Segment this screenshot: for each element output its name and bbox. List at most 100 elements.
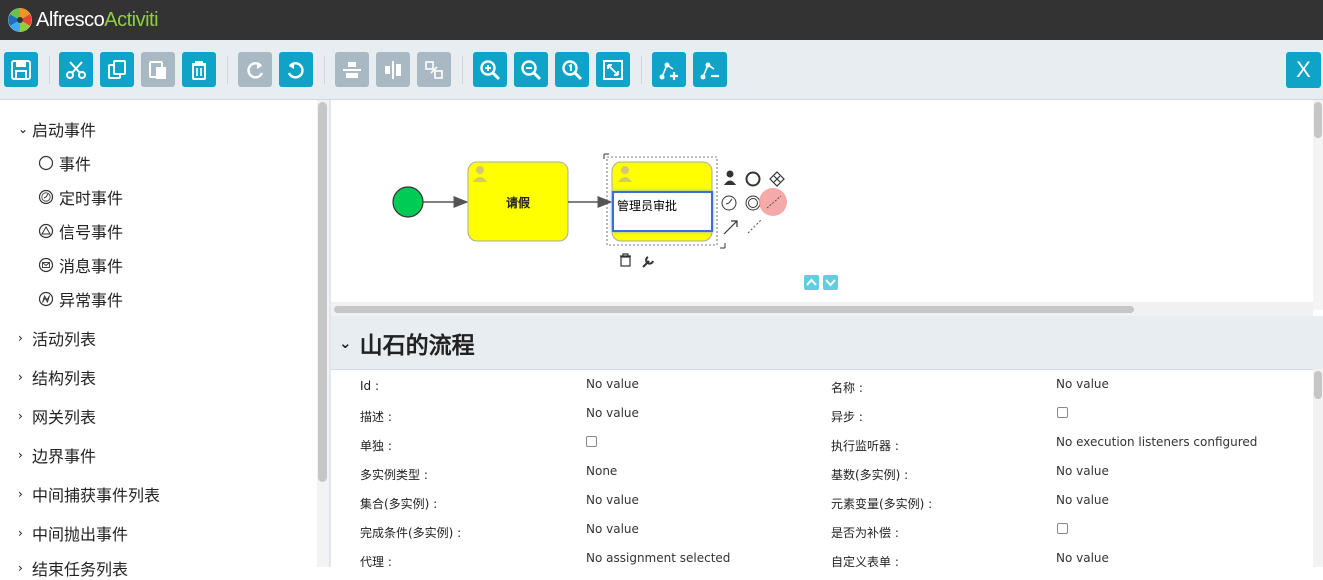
property-label: Id : [360, 379, 380, 393]
morph-highlight-icon[interactable] [759, 188, 787, 216]
resize-handle-icon[interactable] [720, 243, 726, 249]
user-icon[interactable] [724, 170, 736, 186]
timer-icon [38, 189, 54, 205]
association-icon[interactable] [766, 195, 782, 209]
property-label: 名称 : [831, 381, 863, 395]
property-value-id[interactable]: No value [586, 377, 639, 391]
save-button[interactable] [4, 52, 38, 87]
property-label: 是否为补偿 : [831, 526, 899, 540]
palette-group-intermediate-throw[interactable]: ›中间抛出事件 [18, 525, 129, 544]
toolbar-separator [227, 56, 228, 84]
property-value-description[interactable]: No value [586, 406, 639, 420]
palette-item-error-event[interactable]: 异常事件 [38, 287, 123, 311]
palette-item-signal-event[interactable]: 信号事件 [38, 219, 123, 243]
property-value-completion-condition[interactable]: No value [586, 522, 639, 536]
align-vertical-button[interactable] [376, 52, 410, 87]
palette-scrollbar[interactable] [317, 100, 329, 567]
delete-button[interactable] [182, 52, 216, 87]
property-scrollbar-thumb[interactable] [1314, 371, 1322, 399]
redo-button[interactable] [238, 52, 272, 87]
palette-group-intermediate-catch[interactable]: ›中间捕获事件列表 [18, 486, 161, 505]
align-horizontal-button[interactable] [335, 52, 369, 87]
alfresco-logo: AlfrescoActiviti [8, 8, 159, 32]
wrench-icon[interactable] [642, 256, 654, 268]
zoom-fit-button[interactable] [596, 52, 630, 87]
resize-handle-icon[interactable] [603, 153, 609, 159]
canvas-vertical-scrollbar[interactable] [1313, 100, 1323, 310]
property-value-multi-instance-type[interactable]: None [586, 464, 618, 478]
chevron-down-icon: ⌄ [18, 122, 29, 136]
property-label: 单独 : [360, 439, 392, 453]
exclusive-checkbox[interactable] [586, 436, 597, 447]
cut-button[interactable] [59, 52, 93, 87]
dotted-connector-icon[interactable] [747, 219, 762, 234]
property-value-execution-listeners[interactable]: No execution listeners configured [1056, 435, 1258, 449]
palette-scrollbar-thumb[interactable] [318, 102, 327, 482]
end-event-icon[interactable] [745, 171, 761, 187]
expand-down-button[interactable] [823, 275, 838, 290]
trash-icon[interactable] [620, 253, 631, 267]
align-vertical-icon [385, 60, 401, 79]
close-editor-button[interactable]: X [1286, 52, 1321, 88]
canvas-horizontal-scrollbar[interactable] [331, 302, 1313, 316]
zoom-in-button[interactable] [473, 52, 507, 87]
fit-screen-icon [603, 59, 623, 80]
logo-mark-icon [8, 8, 32, 32]
property-value-collection[interactable]: No value [586, 493, 639, 507]
collapse-up-button[interactable] [804, 275, 819, 290]
canvas-vertical-scrollbar-thumb[interactable] [1314, 102, 1322, 138]
task-name-editor-text: 管理员审批 [617, 199, 678, 213]
panel-divider[interactable] [329, 100, 331, 567]
brand-text: AlfrescoActiviti [36, 8, 159, 31]
palette-group-end-events[interactable]: ›结束任务列表 [18, 560, 129, 579]
gateway-icon[interactable] [769, 171, 785, 187]
property-value-assignment[interactable]: No assignment selected [586, 551, 731, 565]
async-checkbox[interactable] [1057, 407, 1068, 418]
copy-button[interactable] [100, 52, 134, 87]
property-value-form[interactable]: No value [1056, 551, 1109, 565]
add-bendpoint-button[interactable] [652, 52, 686, 87]
chevron-right-icon: › [18, 331, 23, 345]
remove-bendpoint-button[interactable] [693, 52, 727, 87]
task-label-leave: 请假 [505, 196, 530, 210]
same-size-button[interactable] [417, 52, 451, 87]
undo-button[interactable] [279, 52, 313, 87]
property-label: 代理 : [360, 555, 392, 569]
property-value-element-variable[interactable]: No value [1056, 493, 1109, 507]
chevron-down-icon: ⌄ [339, 334, 352, 352]
property-value-name[interactable]: No value [1056, 377, 1109, 391]
process-canvas[interactable]: 请假 管理员审批 [331, 100, 1313, 302]
property-label: 自定义表单 : [831, 555, 899, 569]
palette-group-boundary-events[interactable]: ›边界事件 [18, 447, 97, 466]
redo-icon [247, 61, 264, 79]
message-icon [38, 257, 54, 273]
property-label: 完成条件(多实例) : [360, 526, 462, 540]
chevron-right-icon: › [18, 487, 23, 501]
chevron-right-icon: › [18, 409, 23, 423]
zoom-out-button[interactable] [514, 52, 548, 87]
signal-icon [38, 223, 54, 239]
zoom-in-icon [480, 59, 501, 80]
paste-button[interactable] [141, 52, 175, 87]
palette-item-message-event[interactable]: 消息事件 [38, 253, 123, 277]
palette-item-timer-event[interactable]: 定时事件 [38, 185, 123, 209]
timer-icon[interactable] [721, 195, 737, 211]
zoom-actual-button[interactable] [555, 52, 589, 87]
palette-item-start-event[interactable]: 事件 [38, 151, 91, 175]
palette-group-start-events[interactable]: ⌄启动事件 [18, 121, 97, 140]
compensation-checkbox[interactable] [1057, 523, 1068, 534]
task-name-editor[interactable]: 管理员审批 [612, 191, 713, 232]
palette-group-activities[interactable]: ›活动列表 [18, 330, 97, 349]
property-panel-header[interactable]: ⌄ 山石的流程 [339, 326, 475, 360]
property-value-cardinality[interactable]: No value [1056, 464, 1109, 478]
chevron-right-icon: › [18, 561, 23, 575]
property-label: 多实例类型 : [360, 468, 428, 482]
palette-group-gateways[interactable]: ›网关列表 [18, 408, 97, 427]
selection-box [606, 156, 718, 246]
start-event[interactable] [392, 186, 424, 218]
property-scrollbar[interactable] [1313, 369, 1323, 567]
arrow-connector-icon[interactable] [723, 220, 738, 235]
intermediate-event-icon[interactable] [745, 195, 761, 211]
canvas-horizontal-scrollbar-thumb[interactable] [334, 306, 1134, 313]
palette-group-structural[interactable]: ›结构列表 [18, 369, 97, 388]
